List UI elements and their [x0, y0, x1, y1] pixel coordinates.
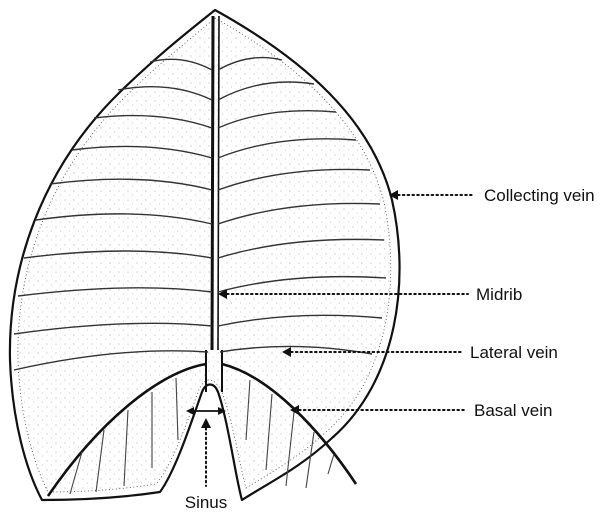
collecting-vein-label: Collecting vein — [484, 186, 595, 205]
collecting-vein-pointer — [389, 190, 474, 200]
basal-vein-label: Basal vein — [474, 401, 552, 420]
lateral-vein-label: Lateral vein — [470, 343, 558, 362]
leaf-shading — [18, 18, 391, 492]
midrib-label: Midrib — [476, 285, 522, 304]
sinus-label: Sinus — [185, 493, 228, 512]
